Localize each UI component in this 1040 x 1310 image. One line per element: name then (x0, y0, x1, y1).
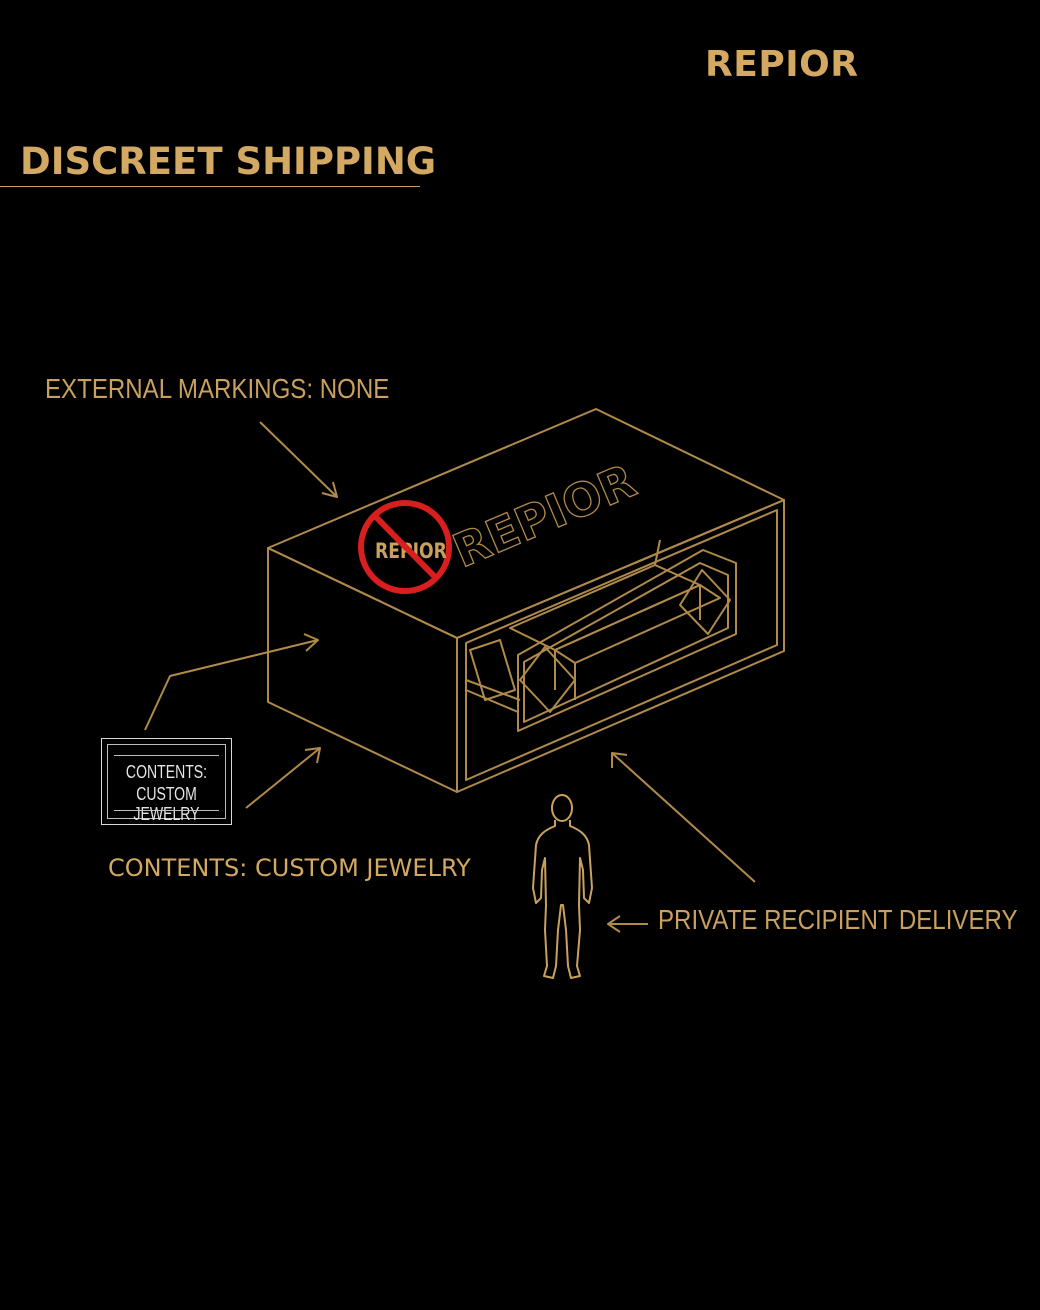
page-title: DISCREET SHIPPING (20, 140, 437, 183)
tag-line-1: CONTENTS: (125, 762, 208, 782)
arrow-external (259, 421, 338, 498)
arrow-side (144, 633, 319, 731)
arrow-left-icon (607, 915, 648, 933)
jewelry-case (465, 539, 737, 732)
arrow-recipient (611, 752, 756, 883)
contents-label: CONTENTS: CUSTOM JEWELRY (108, 854, 471, 882)
recipient-delivery-label: PRIVATE RECIPIENT DELIVERY (658, 904, 1018, 935)
box-right-face (456, 499, 785, 793)
title-underline (0, 186, 420, 187)
tag-line-2: CUSTOM JEWELRY (133, 784, 200, 824)
contents-tag: CONTENTS: CUSTOM JEWELRY (101, 738, 232, 825)
arrow-contents (245, 747, 321, 809)
no-logo-icon: REPIOR (358, 500, 452, 594)
tag-inner-border (107, 744, 226, 819)
box-opening (465, 509, 778, 781)
external-markings-label: EXTERNAL MARKINGS: NONE (45, 373, 390, 404)
tag-bottom-rule (114, 810, 219, 811)
box-brand-emboss: REPIOR (445, 453, 643, 578)
recipient-person-icon (532, 794, 593, 979)
tag-top-rule (114, 755, 219, 756)
brand-logo: REPIOR (705, 44, 859, 85)
